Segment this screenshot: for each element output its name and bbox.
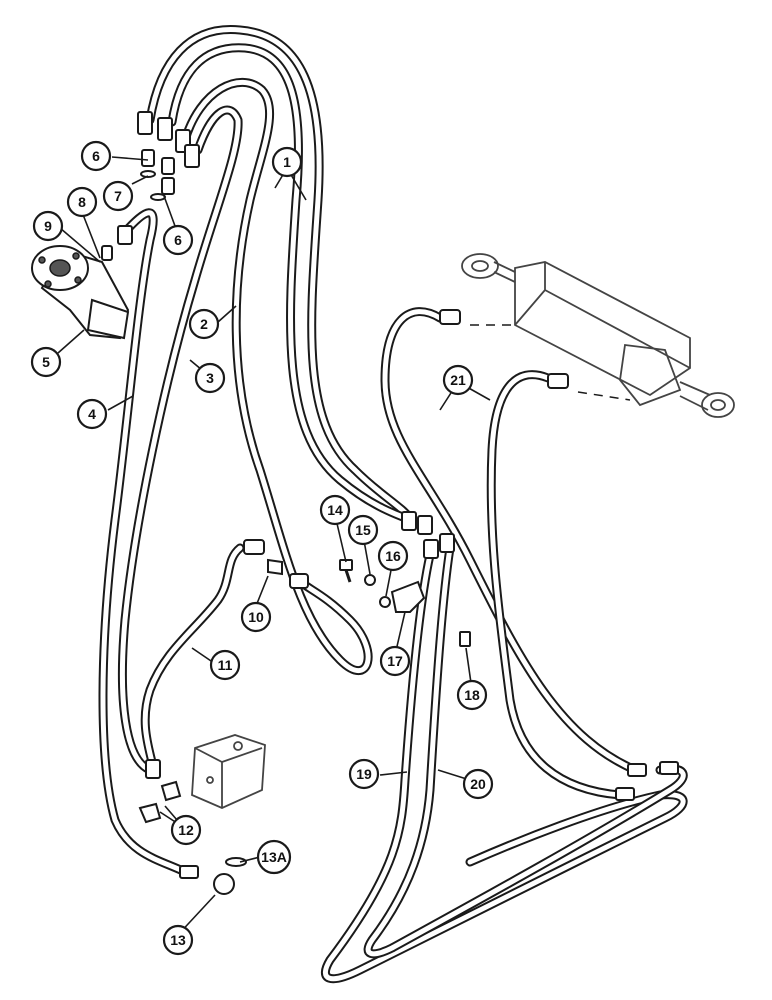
- hose-end-fitting: [117, 225, 133, 245]
- callout-label: 14: [327, 502, 343, 518]
- hose-end-fitting: [417, 515, 433, 535]
- callout-label: 13: [170, 932, 186, 948]
- callout-18: 18: [456, 679, 488, 711]
- washer: [364, 574, 376, 586]
- callout-12: 12: [170, 814, 202, 846]
- hoses: [98, 25, 688, 984]
- adapter-fitting: [101, 245, 113, 261]
- hose-end-fitting: [289, 573, 309, 589]
- callout-3: 3: [194, 362, 226, 394]
- callout-7: 7: [102, 180, 134, 212]
- callout-14: 14: [319, 494, 351, 526]
- adapter-fitting: [161, 157, 175, 175]
- callout-label: 12: [178, 822, 194, 838]
- o-ring: [150, 193, 166, 201]
- callout-20: 20: [462, 768, 494, 800]
- callout-13a: 13A: [256, 839, 292, 875]
- hose-1: [145, 25, 430, 530]
- callout-11: 11: [209, 649, 241, 681]
- callout-4: 4: [76, 398, 108, 430]
- callout-label: 6: [92, 148, 100, 164]
- callout-9: 9: [32, 210, 64, 242]
- hose-21: [380, 307, 645, 800]
- callout-10: 10: [240, 601, 272, 633]
- callout-label: 3: [206, 370, 214, 386]
- callout-21: 21: [442, 364, 474, 396]
- callout-label: 21: [450, 372, 466, 388]
- callout-label: 4: [88, 406, 96, 422]
- hose-end-fitting: [145, 759, 161, 779]
- callout-label: 8: [78, 194, 86, 210]
- hose-4: [98, 208, 190, 877]
- adapter-fitting: [141, 149, 155, 167]
- hose-end-fitting: [615, 787, 635, 801]
- callout-6-lower: 6: [162, 224, 194, 256]
- callout-15: 15: [347, 514, 379, 546]
- callout-13: 13: [162, 924, 194, 956]
- hose-end-fitting: [137, 111, 153, 135]
- callout-label: 10: [248, 609, 264, 625]
- callout-label: 18: [464, 687, 480, 703]
- callout-6-upper: 6: [80, 140, 112, 172]
- center-parts: [243, 539, 471, 647]
- hose-end-fitting: [423, 539, 439, 559]
- callout-19: 19: [348, 758, 380, 790]
- o-ring: [225, 857, 247, 867]
- callout-label: 6: [174, 232, 182, 248]
- hose-end-fitting: [179, 865, 199, 879]
- elbow-fitting: [138, 802, 162, 824]
- steering-motor: [31, 245, 130, 340]
- callout-1: 1: [271, 146, 303, 178]
- tee-fitting: [267, 558, 283, 576]
- hose-2: [180, 77, 373, 676]
- callout-label: 15: [355, 522, 371, 538]
- valve-block: [191, 734, 266, 809]
- callout-label: 11: [218, 657, 233, 673]
- hose-3: [117, 105, 243, 775]
- hose-end-fitting: [401, 511, 417, 531]
- callout-2: 2: [188, 308, 220, 340]
- hose-end-fitting: [184, 144, 200, 168]
- o-ring: [140, 170, 156, 178]
- callout-16: 16: [377, 540, 409, 572]
- callout-label: 17: [387, 653, 403, 669]
- hose-end-fitting: [157, 117, 173, 141]
- elbow-fitting: [213, 873, 235, 895]
- callout-label: 20: [470, 776, 486, 792]
- hose-11: [140, 543, 245, 767]
- clamp: [390, 580, 426, 613]
- hydraulic-cylinder: [461, 253, 735, 418]
- hose-end-fitting: [243, 539, 265, 555]
- elbow-fitting: [160, 780, 182, 802]
- callouts: 1 2 3 4 5 6 6 7 8 9 10 11 12 13 13A: [30, 140, 494, 956]
- callout-label: 5: [42, 354, 50, 370]
- hose-end-fitting: [627, 763, 647, 777]
- clip: [459, 631, 471, 647]
- hose-20: [363, 543, 688, 959]
- hose-end-fitting: [547, 373, 569, 389]
- callout-8: 8: [66, 186, 98, 218]
- hose-end-fitting: [439, 533, 455, 553]
- hose-end-fitting: [439, 309, 461, 325]
- callout-label: 9: [44, 218, 52, 234]
- callout-label: 1: [283, 154, 291, 170]
- callout-label: 19: [356, 766, 372, 782]
- adapter-fitting: [161, 177, 175, 195]
- callout-17: 17: [379, 645, 411, 677]
- top-fittings: [101, 111, 200, 261]
- callout-label: 2: [200, 316, 208, 332]
- callout-label: 13A: [261, 849, 287, 865]
- callout-5: 5: [30, 346, 62, 378]
- nut: [379, 596, 391, 608]
- callout-label: 7: [114, 188, 122, 204]
- callout-label: 16: [385, 548, 401, 564]
- hose-end-fitting: [659, 761, 679, 775]
